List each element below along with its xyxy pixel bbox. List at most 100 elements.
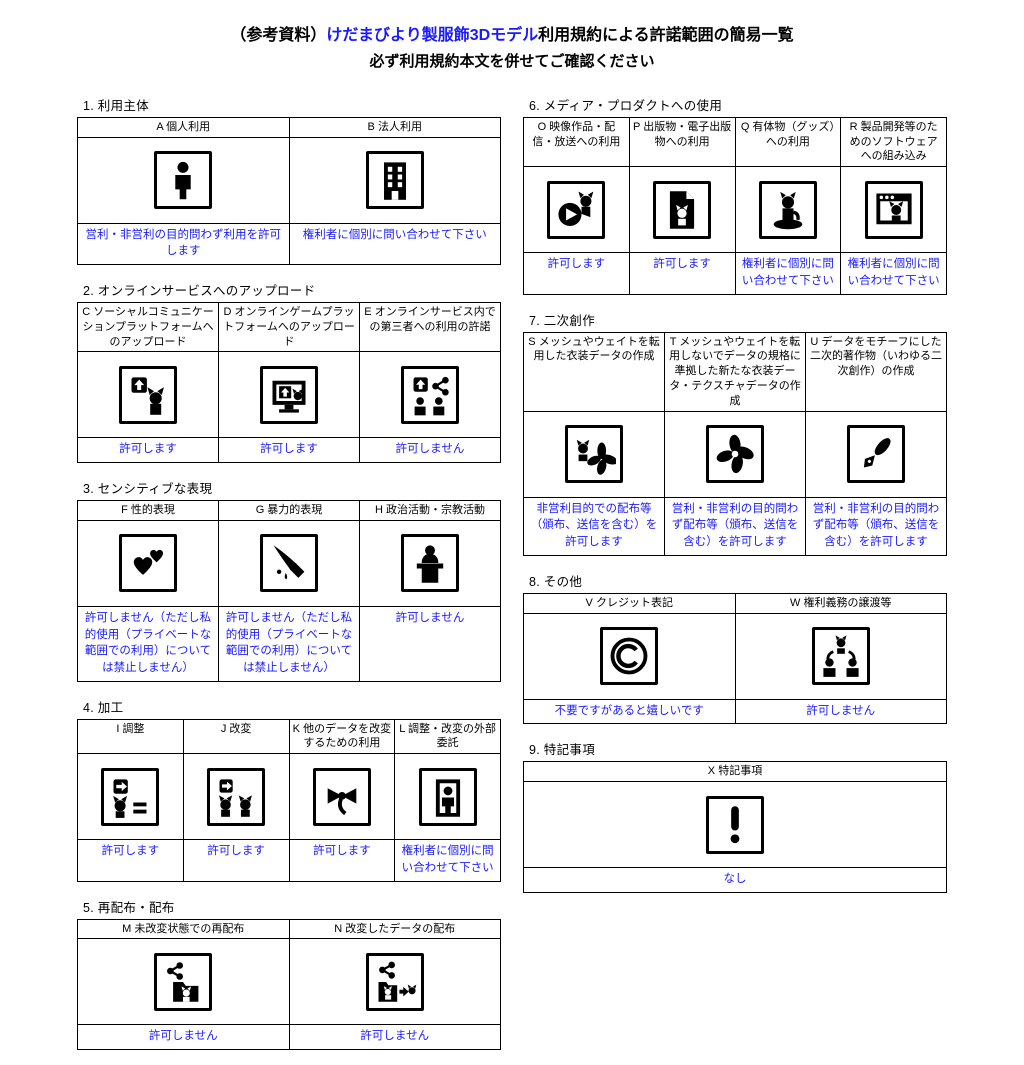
permission-text-M: 許可しません bbox=[77, 1024, 290, 1051]
section-title-others: 8. その他 bbox=[529, 574, 583, 589]
publication-icon bbox=[653, 180, 712, 239]
icon-cell-D bbox=[218, 351, 360, 439]
icon-cell-W bbox=[734, 612, 947, 700]
item-header-H: H 政治活動・宗教活動 bbox=[359, 500, 501, 521]
goods-icon bbox=[758, 180, 817, 239]
item-header-V: V クレジット表記 bbox=[523, 592, 736, 614]
section-title-sensitive-expression: 3. センシティブな表現 bbox=[83, 482, 213, 497]
item-header-Q: Q 有体物（グッズ）への利用 bbox=[734, 116, 842, 168]
permission-text-D: 許可します bbox=[218, 437, 360, 464]
share-folder-icon bbox=[154, 952, 213, 1011]
item-header-I: I 調整 bbox=[77, 718, 184, 755]
item-header-W: W 権利義務の譲渡等 bbox=[734, 592, 947, 614]
item-header-C: C ソーシャルコミュニケーションプラットフォームへのアップロード bbox=[77, 301, 219, 353]
icon-cell-E bbox=[359, 351, 501, 439]
person-icon bbox=[154, 151, 213, 210]
item-header-P: P 出版物・電子出版物への利用 bbox=[628, 116, 736, 168]
icon-cell-K bbox=[288, 753, 396, 841]
knife-icon bbox=[260, 534, 318, 593]
item-header-R: R 製品開発等のためのソフトウェアへの組み込み bbox=[840, 116, 947, 168]
item-header-O: O 映像作品・配信・放送への利用 bbox=[523, 116, 630, 168]
icon-cell-H bbox=[359, 519, 501, 607]
item-header-N: N 改変したデータの配布 bbox=[288, 918, 501, 940]
section-title-derivative-works: 7. 二次創作 bbox=[529, 313, 595, 328]
icon-cell-R bbox=[840, 166, 947, 254]
permission-text-G: 許可しません（ただし私的使用（プライベートな範囲での利用）については禁止しません… bbox=[218, 605, 360, 682]
hearts-icon bbox=[119, 534, 177, 593]
icon-cell-B bbox=[288, 136, 501, 224]
permission-text-E: 許可しません bbox=[359, 437, 501, 464]
permission-text-Q: 権利者に個別に問い合わせて下さい bbox=[734, 252, 842, 295]
icon-cell-P bbox=[628, 166, 736, 254]
item-header-S: S メッシュやウェイトを転用した衣装データの作成 bbox=[523, 331, 665, 412]
section-title-redistribution: 5. 再配布・配布 bbox=[83, 900, 175, 915]
modify-icon bbox=[207, 767, 266, 826]
icon-cell-T bbox=[664, 410, 806, 498]
doc-title-line1: （参考資料）けだまびより製服飾3Dモデル利用規約による許諾範囲の簡易一覧 bbox=[0, 22, 1024, 49]
permission-text-W: 許可しません bbox=[734, 698, 947, 725]
permission-text-N: 許可しません bbox=[288, 1024, 501, 1051]
icon-cell-M bbox=[77, 938, 290, 1026]
item-header-A: A 個人利用 bbox=[77, 116, 290, 138]
permission-text-R: 権利者に個別に問い合わせて下さい bbox=[840, 252, 947, 295]
icon-cell-L bbox=[394, 753, 501, 841]
outsource-icon bbox=[418, 767, 477, 826]
item-header-X: X 特記事項 bbox=[523, 761, 947, 783]
item-header-B: B 法人利用 bbox=[288, 116, 501, 138]
icon-cell-S bbox=[523, 410, 665, 498]
permission-text-J: 許可します bbox=[182, 839, 290, 882]
pen-icon bbox=[847, 425, 905, 484]
icon-cell-U bbox=[805, 410, 947, 498]
item-header-U: U データをモチーフにした二次的著作物（いわゆる二次創作）の作成 bbox=[805, 331, 947, 412]
item-header-M: M 未改変状態での再配布 bbox=[77, 918, 290, 940]
adjust-icon bbox=[101, 767, 160, 826]
icon-cell-C bbox=[77, 351, 219, 439]
item-header-J: J 改変 bbox=[182, 718, 290, 755]
section-title-usage-entity: 1. 利用主体 bbox=[83, 98, 149, 113]
icon-cell-X bbox=[523, 781, 947, 869]
section-table-special-notes: X 特記事項なし bbox=[523, 761, 947, 893]
upload-share-icon bbox=[401, 365, 459, 424]
item-header-F: F 性的表現 bbox=[77, 500, 219, 521]
title-suffix: 利用規約による許諾範囲の簡易一覧 bbox=[538, 27, 794, 44]
doc-title-note: 必ず利用規約本文を併せてご確認ください bbox=[369, 53, 655, 71]
permission-text-C: 許可します bbox=[77, 437, 219, 464]
icon-cell-V bbox=[523, 612, 736, 700]
icon-cell-I bbox=[77, 753, 184, 841]
section-title-media-product: 6. メディア・プロダクトへの使用 bbox=[529, 98, 723, 113]
section-online-upload: 2. オンラインサービスへのアップロード C ソーシャルコミュニケーションプラット… bbox=[77, 280, 501, 464]
doc-title: （参考資料）けだまびより製服飾3Dモデル利用規約による許諾範囲の簡易一覧 必ず利… bbox=[0, 22, 1024, 75]
permission-text-X: なし bbox=[523, 867, 947, 893]
section-title-special-notes: 9. 特記事項 bbox=[529, 743, 595, 758]
icon-cell-N bbox=[288, 938, 501, 1026]
building-icon bbox=[365, 151, 424, 210]
item-header-D: D オンラインゲームプラットフォームへのアップロード bbox=[218, 301, 360, 353]
upload-social-icon bbox=[119, 365, 177, 424]
item-header-T: T メッシュやウェイトを転用しないでデータの規格に準拠した新たな衣装データ・テク… bbox=[664, 331, 806, 412]
icon-cell-J bbox=[182, 753, 290, 841]
upload-game-icon bbox=[260, 365, 318, 424]
section-title-processing: 4. 加工 bbox=[83, 700, 124, 715]
permission-text-A: 営利・非営利の目的問わず利用を許可します bbox=[77, 222, 290, 265]
transfer-rights-icon bbox=[811, 627, 870, 686]
copyright-icon bbox=[600, 627, 659, 686]
section-title-online-upload: 2. オンラインサービスへのアップロード bbox=[83, 283, 316, 298]
section-special-notes: 9. 特記事項 X 特記事項なし bbox=[523, 739, 947, 893]
permission-text-S: 非営利目的での配布等（頒布、送信を含む）を許可します bbox=[523, 496, 665, 556]
permission-text-L: 権利者に個別に問い合わせて下さい bbox=[394, 839, 501, 882]
